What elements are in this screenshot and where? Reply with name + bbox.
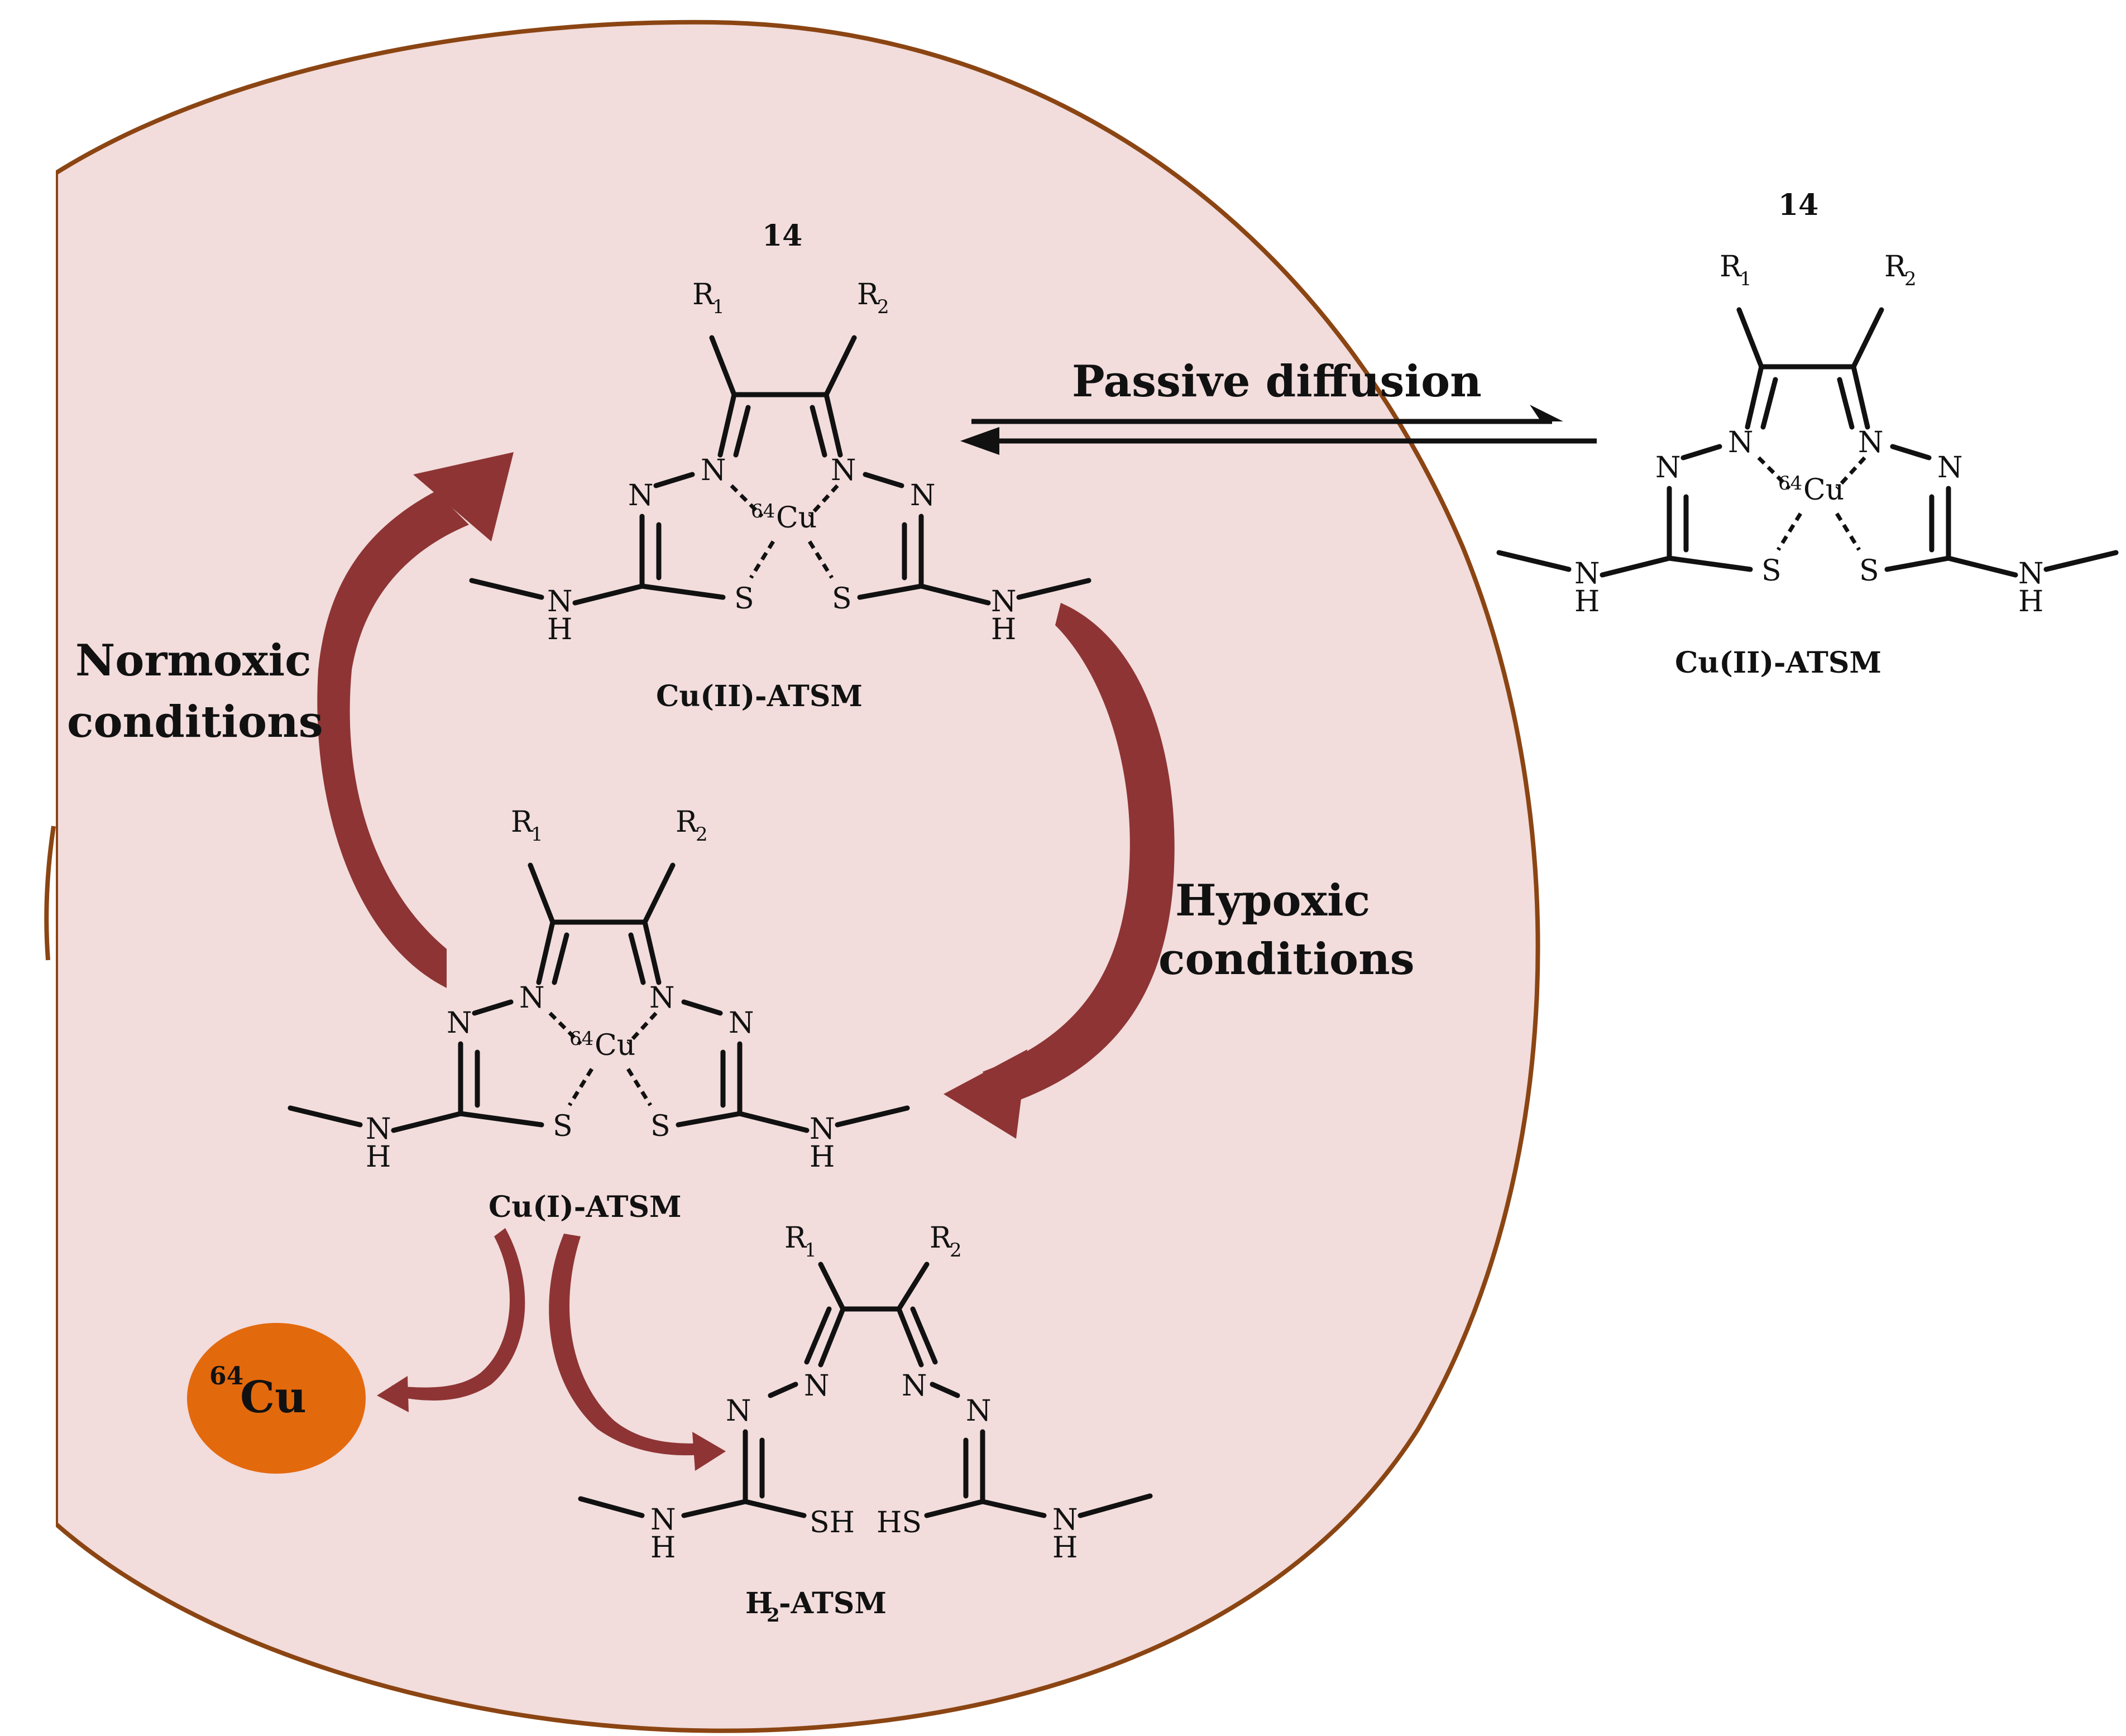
svg-text:H: H bbox=[745, 1586, 773, 1620]
ligand-release-arrow bbox=[549, 1234, 726, 1471]
h2-atsm-label: H 2 -ATSM bbox=[745, 1586, 887, 1627]
normoxic-label-line2: conditions bbox=[67, 697, 323, 747]
svg-text:N: N bbox=[726, 1394, 751, 1428]
normoxic-label-line1: Normoxic bbox=[75, 635, 312, 686]
copper-release-arrow bbox=[377, 1228, 525, 1412]
cu2-atsm-label-outside: Cu(II)-ATSM bbox=[1675, 646, 1881, 680]
normoxic-arrow bbox=[317, 452, 514, 988]
compound-number-outside: 14 bbox=[1778, 188, 1818, 222]
h2-atsm-structure: N N N N SH HS N H N H bbox=[578, 1221, 1153, 1565]
equilibrium-arrows bbox=[960, 405, 1597, 455]
svg-text:H: H bbox=[650, 1531, 676, 1565]
free-copper-ball bbox=[187, 1323, 366, 1474]
svg-text:2: 2 bbox=[767, 1604, 780, 1627]
svg-text:N: N bbox=[650, 1503, 676, 1537]
svg-text:N: N bbox=[1052, 1503, 1078, 1537]
cell-outline bbox=[54, 20, 1540, 1733]
svg-text:SH: SH bbox=[810, 1506, 855, 1540]
free-copper-mass: 64 bbox=[209, 1362, 243, 1390]
cu2-atsm-label-inside: Cu(II)-ATSM bbox=[656, 679, 863, 713]
hypoxic-label-line1: Hypoxic bbox=[1175, 875, 1370, 926]
svg-text:N: N bbox=[902, 1369, 927, 1403]
cell-left-edge-fragment bbox=[44, 826, 56, 961]
free-copper-symbol: Cu bbox=[240, 1372, 307, 1423]
svg-text:-ATSM: -ATSM bbox=[779, 1586, 887, 1620]
compound-number-inside: 14 bbox=[762, 219, 802, 253]
passive-diffusion-label: Passive diffusion bbox=[1072, 356, 1482, 407]
svg-text:N: N bbox=[966, 1394, 992, 1428]
cu2-atsm-structure-outside bbox=[1499, 250, 2116, 618]
hypoxic-label-line2: conditions bbox=[1158, 934, 1415, 985]
svg-text:HS: HS bbox=[877, 1506, 922, 1540]
cu1-atsm-label: Cu(I)-ATSM bbox=[489, 1190, 682, 1224]
svg-text:N: N bbox=[804, 1369, 830, 1403]
hypoxic-arrow bbox=[944, 603, 1175, 1139]
svg-text:H: H bbox=[1052, 1531, 1078, 1565]
